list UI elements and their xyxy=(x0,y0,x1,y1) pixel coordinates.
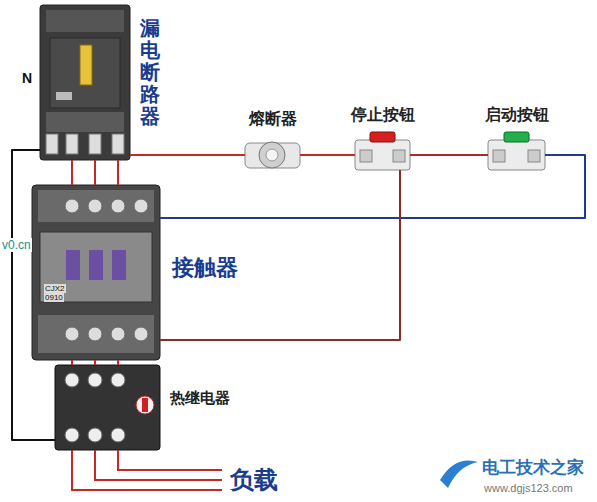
wire xyxy=(300,154,355,156)
component-label: 热继电器 xyxy=(170,389,230,408)
load-label: 负载 xyxy=(230,464,278,496)
start-button-picture xyxy=(488,132,545,170)
wire xyxy=(160,170,400,340)
wire xyxy=(160,155,585,218)
load-wires xyxy=(72,450,222,490)
model-text: CJX2 xyxy=(44,284,66,293)
contactor-picture xyxy=(32,185,160,360)
fuse: 熔断器 xyxy=(245,140,300,170)
wire xyxy=(130,154,245,156)
wire xyxy=(410,154,488,156)
fuse-picture xyxy=(245,142,300,168)
logo-swoosh xyxy=(440,460,478,488)
breaker-picture xyxy=(40,5,130,160)
wire xyxy=(71,360,73,365)
component-label: 接触器 xyxy=(172,253,238,283)
thermal-relay-picture xyxy=(55,365,160,450)
wire xyxy=(117,360,119,365)
model-text: 0910 xyxy=(44,293,64,302)
leakage-breaker: 漏电断路器 xyxy=(40,5,130,160)
wire xyxy=(117,160,119,185)
site-url: www.dgjs123.com xyxy=(484,482,573,494)
component-label: 停止按钮 xyxy=(351,105,415,126)
wire xyxy=(71,160,73,185)
wire xyxy=(94,360,96,365)
thermal-relay: 热继电器 xyxy=(55,365,160,450)
stop-button-picture xyxy=(355,132,410,170)
component-label: 启动按钮 xyxy=(485,105,549,126)
component-label: 熔断器 xyxy=(249,109,297,130)
site-watermark: 电工技术之家 xyxy=(482,456,584,479)
stop-button: 停止按钮 xyxy=(355,140,410,170)
wire xyxy=(94,160,96,185)
neutral-mark: N xyxy=(22,70,32,86)
start-button: 启动按钮 xyxy=(488,140,545,170)
watermark: v0.cn xyxy=(1,238,32,252)
component-label: 漏电断路器 xyxy=(140,17,160,127)
contactor: 接触器 xyxy=(32,185,160,360)
